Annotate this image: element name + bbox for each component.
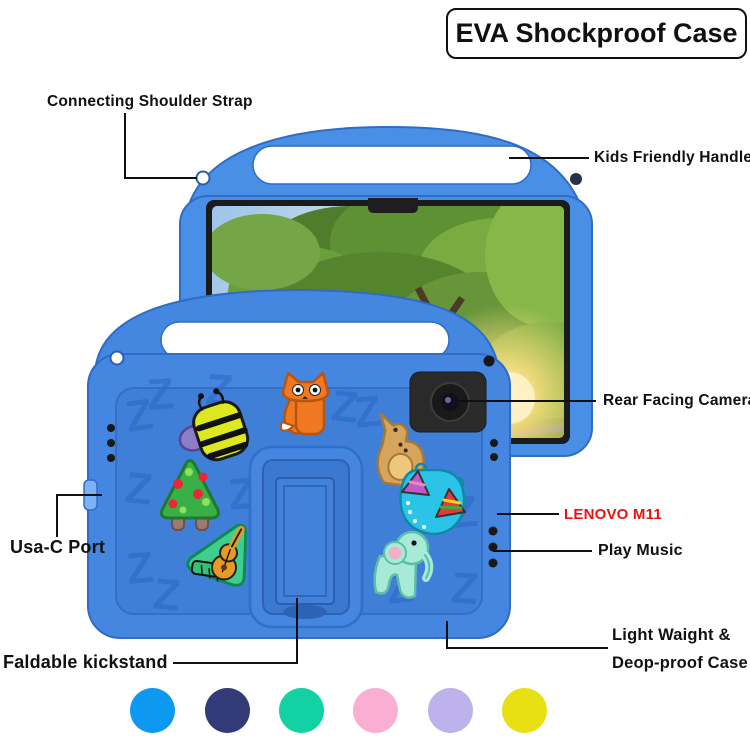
label-play-music: Play Music <box>598 542 683 559</box>
tree-charm <box>160 459 220 531</box>
color-options <box>0 688 750 733</box>
cone-bag-charm <box>399 462 466 536</box>
z-pattern: Z Z Z Z Z Z Z Z Z Z Z Z <box>123 365 481 621</box>
svg-text:Z: Z <box>449 563 480 614</box>
svg-text:Z: Z <box>145 369 175 420</box>
leader-shoulder-strap <box>124 113 197 179</box>
front-strap-hole <box>109 350 125 366</box>
page-title: EVA Shockproof Case <box>446 8 747 59</box>
color-swatch-pink <box>353 688 398 733</box>
label-handle: Kids Friendly Handle <box>594 149 750 166</box>
label-camera: Rear Facing Camera <box>603 392 750 409</box>
label-lightweight-1: Light Waight & <box>612 626 731 644</box>
leader-kickstand <box>173 598 298 664</box>
guitar-charm <box>186 523 248 587</box>
leader-lightweight <box>446 621 608 649</box>
screen-notch <box>368 198 418 213</box>
bee-charm <box>178 388 250 462</box>
svg-text:Z: Z <box>151 569 183 621</box>
label-kickstand: Faldable kickstand <box>3 652 168 672</box>
rear-camera <box>409 371 487 433</box>
color-swatch-navy <box>205 688 250 733</box>
elephant-charm <box>373 530 434 599</box>
charms <box>160 371 466 599</box>
leader-usb <box>56 494 102 537</box>
label-model: LENOVO M11 <box>564 506 662 523</box>
color-swatch-yellow <box>502 688 547 733</box>
rear-strap-hole-left <box>195 170 211 186</box>
rear-strap-hole-right <box>570 173 582 185</box>
label-usb-port: Usa-C Port <box>10 537 106 557</box>
color-swatch-blue <box>130 688 175 733</box>
rear-handle-hole <box>252 145 532 185</box>
svg-text:Z: Z <box>329 381 361 433</box>
case-back-view: Z Z Z Z Z Z Z Z Z Z Z Z <box>83 288 511 639</box>
kickstand <box>248 445 364 629</box>
fox-charm <box>279 371 330 436</box>
edge-buttons <box>107 355 498 568</box>
front-handle-hole <box>160 321 450 359</box>
color-swatch-teal <box>279 688 324 733</box>
svg-text:Z: Z <box>352 386 384 438</box>
leader-lines <box>56 113 608 664</box>
svg-text:Z: Z <box>125 543 156 594</box>
svg-text:Z: Z <box>123 463 155 515</box>
color-swatch-lavender <box>428 688 473 733</box>
label-lightweight-2: Deop-proof Case <box>612 654 748 672</box>
label-shoulder-strap: Connecting Shoulder Strap <box>47 93 253 110</box>
